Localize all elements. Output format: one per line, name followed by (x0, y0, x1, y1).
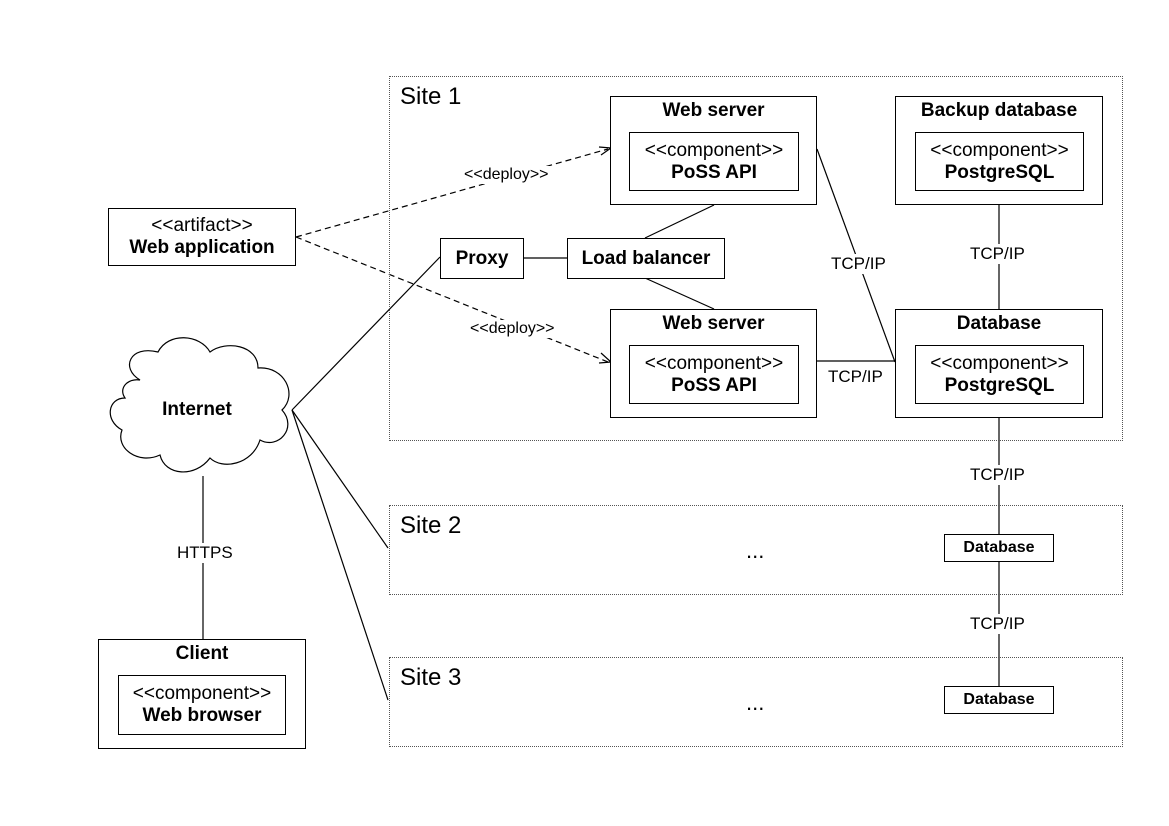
artifact-web-application: <<artifact>> Web application (108, 208, 296, 266)
internet-to-site2-line (291, 409, 389, 549)
lb-ws2-line (644, 277, 715, 310)
web-browser-component: <<component>> Web browser (118, 675, 286, 735)
site-2-region: Site 2 (389, 505, 1123, 595)
poss-api-1-name: PoSS API (671, 162, 757, 183)
database-title: Database (956, 313, 1042, 334)
client-title: Client (175, 643, 229, 664)
web-server-1-node: Web server <<component>> PoSS API (610, 96, 817, 205)
backup-postgresql-component: <<component>> PostgreSQL (915, 132, 1084, 191)
poss-api-2-component: <<component>> PoSS API (629, 345, 799, 404)
backup-postgresql-stereotype: <<component>> (930, 140, 1069, 161)
client-node: Client <<component>> Web browser (98, 639, 306, 749)
backup-database-title: Backup database (920, 100, 1078, 121)
site-1-title: Site 1 (400, 83, 462, 110)
https-label: HTTPS (175, 543, 235, 563)
database-node: Database <<component>> PostgreSQL (895, 309, 1103, 418)
site-1-region: Site 1 (389, 76, 1123, 441)
load-balancer-node: Load balancer (567, 238, 725, 279)
site-3-database-node: Database (944, 686, 1054, 714)
site-3-title: Site 3 (400, 664, 462, 691)
web-browser-stereotype: <<component>> (132, 683, 272, 704)
tcp-label-ws2-db: TCP/IP (826, 367, 885, 387)
internet-to-proxy-line (291, 256, 441, 411)
backup-postgresql-name: PostgreSQL (944, 162, 1055, 183)
proxy-node: Proxy (440, 238, 524, 279)
internet-cloud-shape (109, 337, 290, 473)
internet-to-site3-line (291, 409, 389, 701)
site-3-ellipsis: ... (746, 690, 765, 715)
artifact-stereotype: <<artifact>> (151, 215, 253, 236)
web-browser-name: Web browser (142, 705, 262, 726)
poss-api-2-name: PoSS API (671, 375, 757, 396)
poss-api-1-component: <<component>> PoSS API (629, 132, 799, 191)
postgresql-name: PostgreSQL (944, 375, 1055, 396)
web-server-2-node: Web server <<component>> PoSS API (610, 309, 817, 418)
tcp-label-backup-db: TCP/IP (968, 244, 1027, 264)
postgresql-component: <<component>> PostgreSQL (915, 345, 1084, 404)
deploy-label-top: <<deploy>> (462, 166, 551, 184)
site-2-database-node: Database (944, 534, 1054, 562)
backup-database-node: Backup database <<component>> PostgreSQL (895, 96, 1103, 205)
poss-api-1-stereotype: <<component>> (644, 140, 784, 161)
web-server-1-title: Web server (662, 100, 765, 121)
artifact-name: Web application (129, 237, 275, 258)
internet-label: Internet (162, 399, 232, 420)
web-server-2-title: Web server (662, 313, 765, 334)
postgresql-stereotype: <<component>> (930, 353, 1069, 374)
tcp-label-site2-site3: TCP/IP (968, 614, 1027, 634)
deploy-arrow-bottom (295, 236, 609, 363)
tcp-label-db-site2: TCP/IP (968, 465, 1027, 485)
deploy-arrow-top (295, 148, 609, 238)
site-2-ellipsis: ... (746, 538, 765, 563)
lb-ws1-line (644, 204, 715, 239)
poss-api-2-stereotype: <<component>> (644, 353, 784, 374)
deploy-label-bottom: <<deploy>> (468, 320, 557, 338)
tcp-label-ws1-db: TCP/IP (829, 254, 888, 274)
site-3-region: Site 3 (389, 657, 1123, 747)
site-2-title: Site 2 (400, 512, 462, 539)
